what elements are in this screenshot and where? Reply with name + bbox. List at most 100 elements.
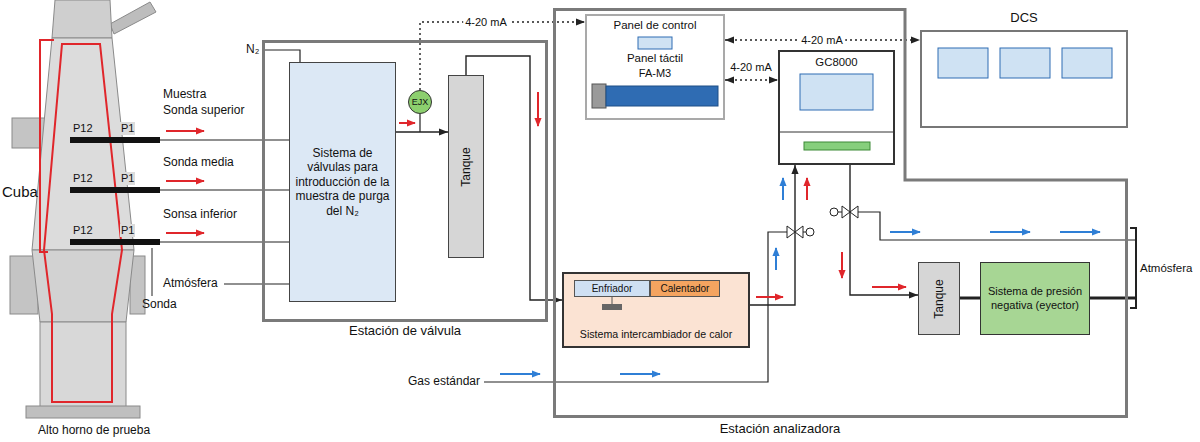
atmosphere-bracket bbox=[1130, 228, 1136, 308]
leader-line bbox=[152, 248, 153, 296]
flow-arrow bbox=[806, 178, 808, 200]
furnace-bosh bbox=[32, 250, 134, 322]
dcs-box: DCS bbox=[920, 30, 1128, 128]
three-way-valve bbox=[795, 226, 803, 238]
pipe-connector bbox=[960, 297, 980, 300]
signal-label: 4-20 mA bbox=[799, 34, 845, 47]
status-bar bbox=[804, 142, 870, 150]
vent-line bbox=[858, 212, 1136, 240]
control-panel-box: Panel de controlPanel táctilFA-M3 bbox=[585, 14, 725, 120]
cooler-box: Enfriador bbox=[574, 280, 650, 297]
sample-line bbox=[160, 189, 289, 190]
dcs-box-art bbox=[922, 32, 1126, 126]
probe-label: Sonda superior bbox=[163, 104, 244, 118]
gas-arrow bbox=[990, 231, 1030, 233]
probe-bar bbox=[70, 137, 160, 143]
ejector-box: Sistema de presión negativa (eyector) bbox=[980, 262, 1090, 335]
shaft-bracket bbox=[40, 40, 54, 252]
gas-label: N₂ bbox=[246, 43, 259, 57]
furnace-base bbox=[26, 406, 140, 418]
probe-point: P12 bbox=[72, 224, 94, 237]
gas-arrow bbox=[1060, 231, 1100, 233]
heater-box: Calentador bbox=[650, 280, 720, 297]
stand-base bbox=[602, 304, 622, 310]
sample-label: Muestra bbox=[163, 88, 206, 102]
panel-label: Panel táctil bbox=[587, 52, 723, 66]
gas-label: Gas estándar bbox=[408, 375, 480, 389]
process-label: Sistema intercambiador de calor bbox=[564, 328, 748, 341]
signal-connector bbox=[725, 79, 778, 80]
part-label: Sonda bbox=[142, 298, 177, 312]
exhaust-line bbox=[1090, 297, 1136, 300]
gas-arrow bbox=[890, 231, 920, 233]
probe-label: Sonda media bbox=[163, 156, 234, 170]
tank-label: Tanque bbox=[459, 147, 473, 186]
process-label: Sistema de válvulas para introducción de… bbox=[294, 146, 391, 218]
panel-label: Panel de control bbox=[587, 19, 723, 33]
gas-arrow bbox=[500, 373, 540, 375]
tank-box: Tanque bbox=[918, 262, 960, 335]
process-label: Calentador bbox=[661, 283, 710, 295]
touch-screen bbox=[638, 37, 672, 49]
figure-caption: Alto horno de prueba bbox=[38, 424, 150, 438]
furnace-profile bbox=[44, 44, 122, 402]
station-label: Estación de válvula bbox=[265, 323, 545, 339]
gas-arrow bbox=[775, 248, 777, 270]
probe-bar bbox=[70, 239, 160, 245]
flow-arrow bbox=[872, 286, 906, 288]
probe-point: P12 bbox=[72, 122, 94, 135]
plc-module bbox=[592, 84, 606, 108]
vent-line bbox=[224, 283, 289, 284]
probe-point: P1 bbox=[120, 172, 135, 185]
pipe-connector bbox=[850, 165, 918, 295]
gas-arrow bbox=[782, 178, 784, 200]
signal-label: 4-20 mA bbox=[728, 61, 774, 74]
flow-arrow bbox=[166, 232, 204, 234]
heat-exchanger-box: Sistema intercambiador de calor Enfriador… bbox=[562, 272, 750, 348]
flow-arrow bbox=[166, 180, 204, 182]
device-label: FA-M3 bbox=[590, 67, 720, 80]
three-way-valve bbox=[787, 226, 795, 238]
dcs-screen bbox=[1000, 48, 1050, 78]
furnace-top bbox=[52, 0, 112, 38]
uptake-pipe bbox=[110, 2, 156, 34]
flow-arrow bbox=[166, 130, 204, 132]
pipe-connector bbox=[396, 131, 448, 132]
process-label: Enfriador bbox=[592, 283, 633, 295]
sample-line bbox=[160, 139, 289, 140]
plc-body bbox=[606, 86, 718, 106]
flow-arrow bbox=[841, 252, 843, 278]
vent-label: Atmósfera bbox=[1140, 262, 1192, 275]
valve-stem bbox=[838, 212, 842, 213]
valve-actuator bbox=[806, 228, 814, 236]
system-title: DCS bbox=[922, 10, 1126, 26]
pipe-connector bbox=[750, 165, 795, 305]
part-label: Cuba bbox=[2, 183, 38, 200]
sensor-label: EJX bbox=[412, 97, 429, 108]
stand-post bbox=[612, 297, 613, 304]
analyzer-box: GC8000 bbox=[778, 50, 895, 165]
analyzer-screen bbox=[800, 74, 873, 110]
probe-point: P1 bbox=[120, 224, 135, 237]
station-label: Estación analizadora bbox=[720, 421, 841, 437]
dcs-screen bbox=[1062, 48, 1112, 78]
tank-box: Tanque bbox=[448, 75, 484, 258]
probe-bar bbox=[70, 187, 160, 193]
tank-label: Tanque bbox=[932, 279, 946, 318]
vent-label: Atmósfera bbox=[163, 277, 218, 291]
dcs-screen bbox=[938, 48, 988, 78]
flow-arrow bbox=[399, 122, 415, 124]
device-label: GC8000 bbox=[780, 56, 893, 70]
three-way-valve bbox=[842, 206, 850, 218]
probe-point: P12 bbox=[72, 172, 94, 185]
three-way-valve bbox=[850, 206, 858, 218]
gas-arrow bbox=[620, 373, 660, 375]
station-box: Estación de válvulaSistema de válvulas p… bbox=[262, 40, 548, 322]
signal-label: 4-20 mA bbox=[463, 16, 509, 29]
probe-label: Sonsa inferior bbox=[163, 208, 237, 222]
analyzer-divider bbox=[780, 132, 893, 133]
nitrogen-line bbox=[264, 50, 300, 62]
valve-actuator bbox=[830, 208, 838, 216]
analyzer-box-art bbox=[780, 52, 893, 163]
